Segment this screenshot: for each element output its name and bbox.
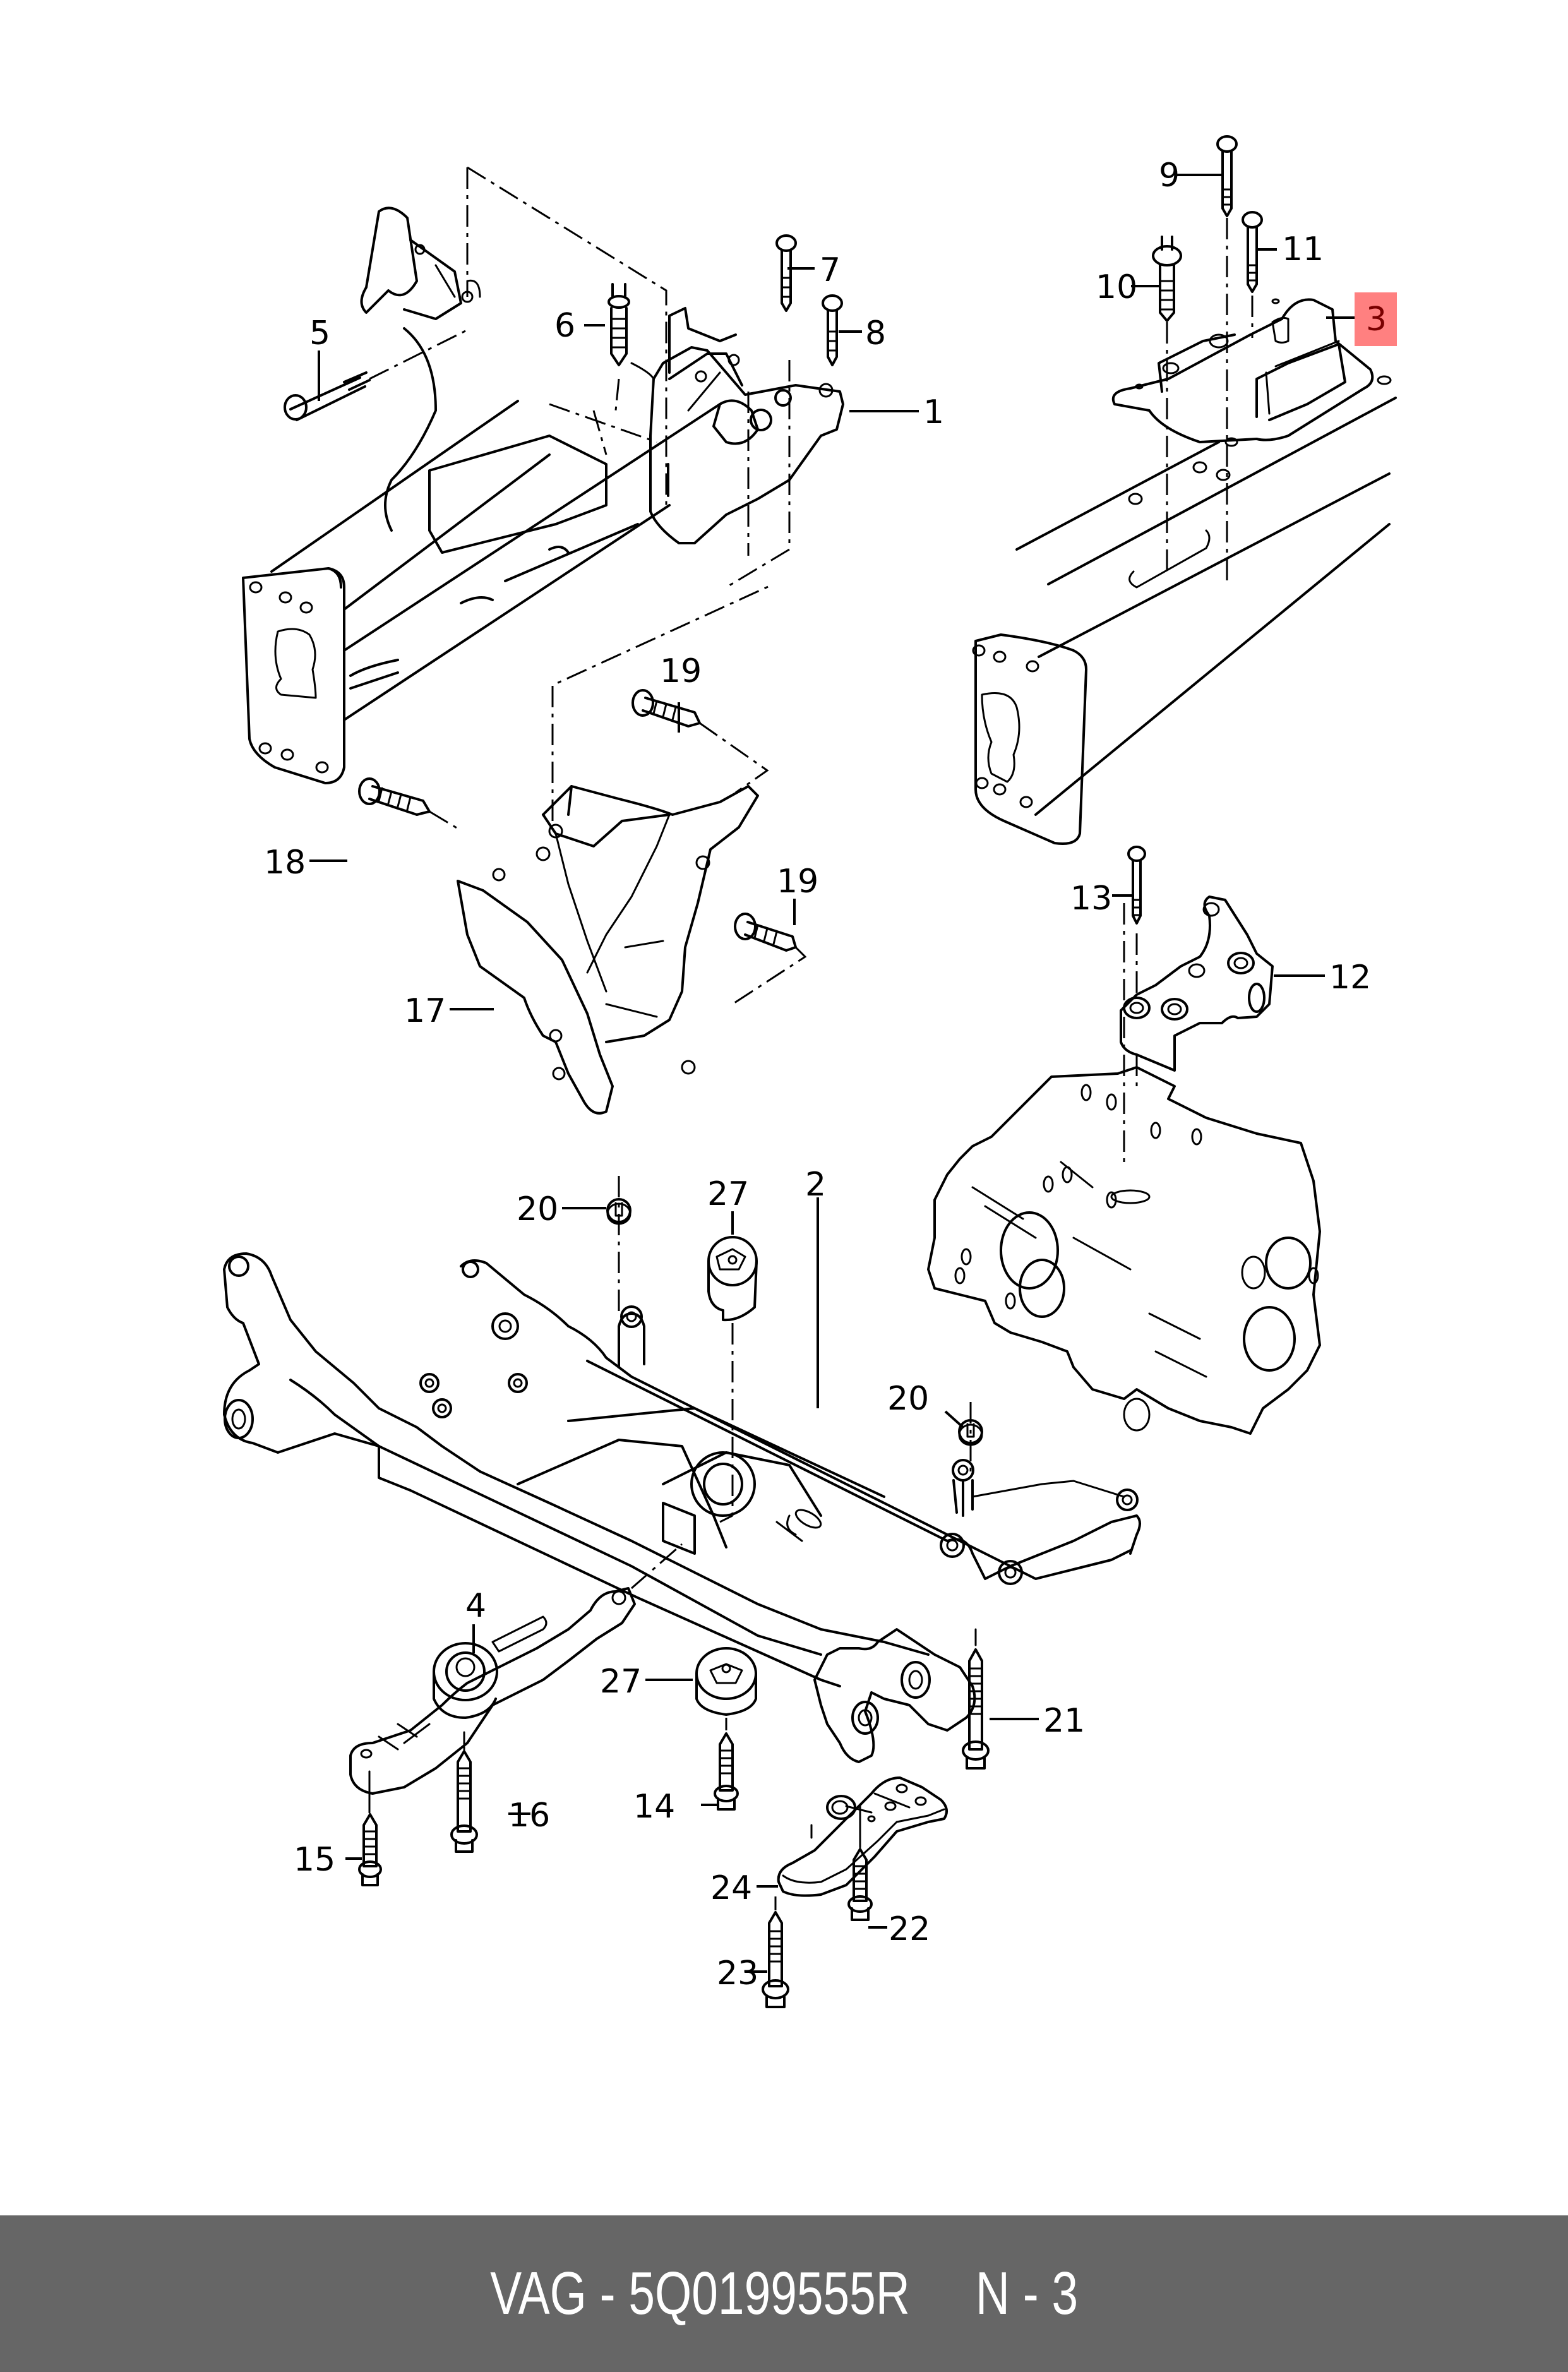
left-frame-rail [242, 400, 721, 784]
callout-21[interactable]: 21 [1043, 1702, 1085, 1740]
part-6-stud [607, 283, 630, 366]
callout-3[interactable]: 3 [1366, 301, 1387, 338]
callout-12[interactable]: 12 [1329, 959, 1371, 997]
part-12-mount [1120, 895, 1274, 1072]
callout-15[interactable]: 15 [294, 1841, 335, 1879]
part-19-bolt-lower [732, 913, 807, 1005]
part-16-bolt [450, 1731, 478, 1853]
gearbox-housing [927, 1066, 1321, 1435]
part-4-pendulum-support [349, 1543, 683, 1795]
callout-6[interactable]: 6 [554, 307, 575, 345]
part-13-bolt [1127, 846, 1146, 1086]
part-22-bolt [847, 1804, 873, 1921]
callout-labels: 1 2 3 4 5 6 7 8 9 10 11 12 13 14 15 16 1… [264, 157, 1397, 1992]
callout-leaders [309, 174, 1365, 1973]
part-1-engine-mount [630, 307, 844, 544]
callout-19-lower[interactable]: 19 [777, 863, 818, 901]
part-number-footer: VAG - 5Q0199555R N - 3 [0, 2215, 1568, 2372]
part-19-bolt-upper [631, 689, 769, 794]
footer-part-label: VAG - 5Q0199555R N - 3 [490, 2260, 1078, 2327]
callout-27-lower[interactable]: 27 [600, 1663, 642, 1701]
part-27-bushing-lower [695, 1647, 757, 1730]
part-27-bushing-upper [707, 1236, 758, 1523]
callout-1[interactable]: 1 [923, 393, 944, 431]
part-9-bolt [1216, 135, 1238, 217]
part-7-bolt [775, 234, 797, 312]
callout-27-upper[interactable]: 27 [707, 1175, 749, 1213]
part-17-bracket [457, 785, 759, 1115]
dash-lines-upper-right [1123, 218, 1254, 1162]
dash-lines-upper-left [466, 166, 791, 589]
part-5-bolt [284, 327, 471, 421]
callout-23[interactable]: 23 [717, 1955, 758, 1992]
part-3-gearbox-mount [1111, 298, 1392, 447]
parts-diagram: 1 2 3 4 5 6 7 8 9 10 11 12 13 14 15 16 1… [223, 135, 1397, 2008]
callout-13[interactable]: 13 [1070, 880, 1112, 918]
callout-22[interactable]: 22 [889, 1910, 930, 1948]
callout-20-left[interactable]: 20 [517, 1190, 558, 1228]
part-24-torque-support [777, 1776, 948, 1897]
callout-7[interactable]: 7 [820, 251, 841, 289]
right-frame-rail [972, 397, 1397, 845]
callout-11[interactable]: 11 [1282, 231, 1324, 268]
callout-9[interactable]: 9 [1159, 157, 1180, 195]
part-20-washer-right [958, 1402, 983, 1471]
part-15-bolt [358, 1770, 382, 1886]
part-21-bolt [962, 1628, 990, 1770]
dash-lines-middle-left [551, 583, 774, 821]
callout-19-upper[interactable]: 19 [660, 652, 702, 690]
part-8-bolt [822, 294, 843, 366]
part-2-subframe [223, 1252, 1141, 1763]
callout-17[interactable]: 17 [404, 992, 446, 1030]
part-23-bolt [762, 1896, 789, 2008]
highlight-box-part-3 [1355, 292, 1397, 346]
callout-24[interactable]: 24 [710, 1869, 752, 1907]
part-11-bolt [1242, 211, 1263, 293]
part-20-washer-left [606, 1176, 631, 1317]
callout-20-right[interactable]: 20 [887, 1380, 929, 1418]
callout-16[interactable]: 16 [508, 1797, 550, 1835]
left-body-bracket [360, 207, 481, 532]
callout-14[interactable]: 14 [633, 1788, 675, 1826]
callout-2[interactable]: 2 [805, 1166, 826, 1204]
callout-5[interactable]: 5 [309, 314, 330, 352]
part-18-bolt [358, 777, 462, 832]
part-14-bolt [714, 1732, 739, 1811]
callout-4[interactable]: 4 [465, 1587, 486, 1625]
callout-18[interactable]: 18 [264, 844, 306, 882]
callout-8[interactable]: 8 [865, 314, 886, 352]
part-10-stud [1152, 236, 1182, 322]
callout-10[interactable]: 10 [1096, 268, 1137, 306]
